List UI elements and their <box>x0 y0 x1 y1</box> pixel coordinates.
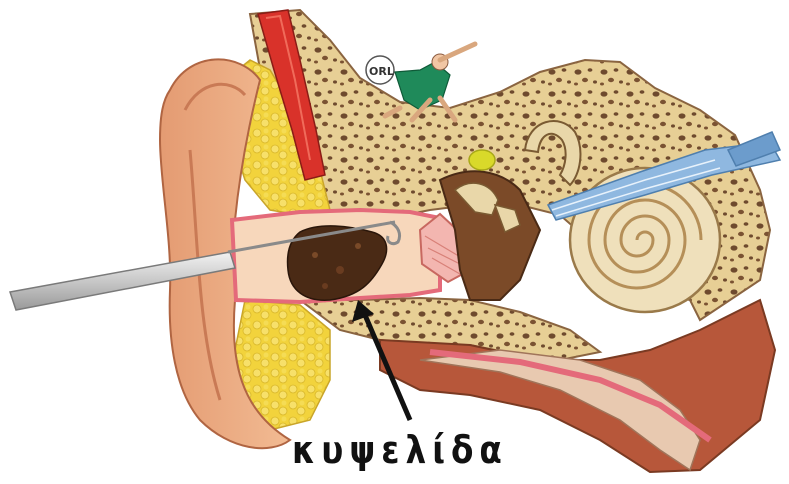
svg-text:ORL: ORL <box>369 65 394 78</box>
yellow-nodule <box>469 150 495 170</box>
earwax-label: κυψελίδα <box>292 428 508 472</box>
